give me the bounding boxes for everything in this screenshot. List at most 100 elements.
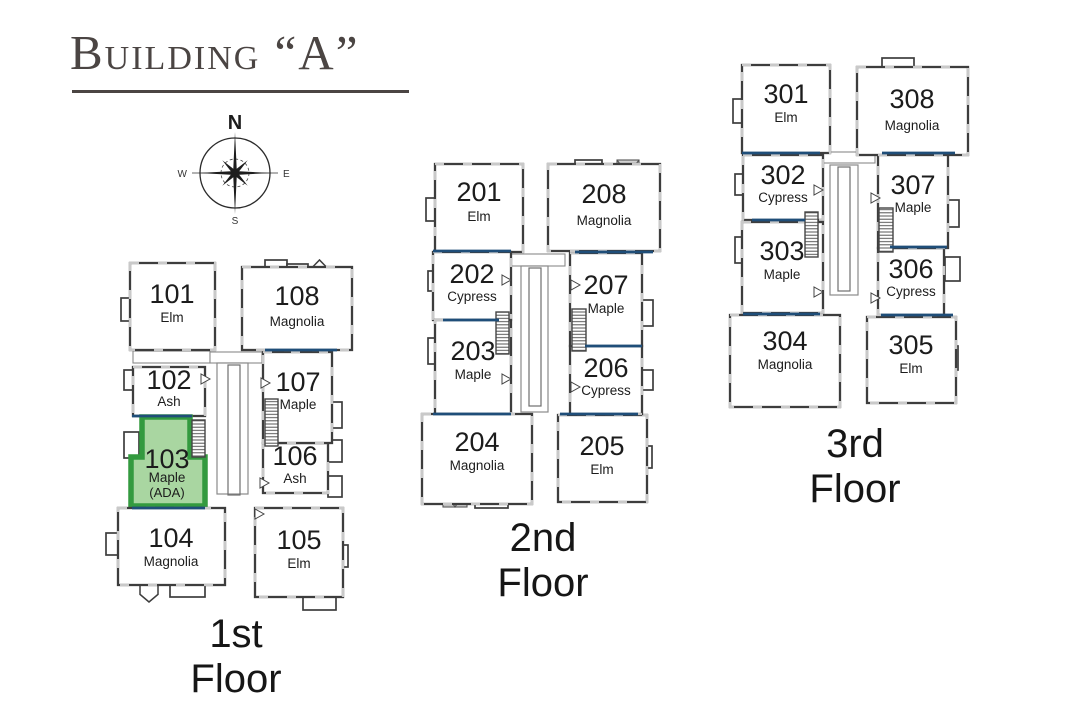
unit-103-type: Maple — [149, 470, 186, 485]
unit-204-type: Magnolia — [450, 458, 505, 473]
unit-101-type: Elm — [160, 310, 183, 325]
unit-206-type: Cypress — [581, 383, 631, 398]
unit-105-number: 105 — [276, 525, 321, 555]
stairwell — [571, 308, 587, 352]
door-mark — [501, 274, 513, 286]
door-mark — [254, 508, 266, 520]
corridor-hall-inner — [528, 267, 542, 407]
corridor-passage — [132, 350, 211, 364]
unit-205-type: Elm — [590, 462, 613, 477]
door-mark — [200, 373, 212, 385]
compass-west-label: W — [178, 169, 188, 180]
unit-303-type: Maple — [764, 267, 801, 282]
floor-caption-line: 1st — [209, 612, 263, 656]
unit-107-type: Maple — [280, 397, 317, 412]
unit-walls — [546, 162, 662, 253]
unit-105-type: Elm — [287, 556, 310, 571]
unit-windows — [855, 65, 970, 157]
unit-301-number: 301 — [763, 79, 808, 109]
unit-windows — [240, 265, 354, 352]
unit-walls — [855, 65, 970, 157]
floor-plan-1: 101Elm102Ash103Maple(ADA)104Magnolia105E… — [105, 258, 354, 611]
unit-walls — [240, 265, 354, 352]
unit-201-number: 201 — [456, 177, 501, 207]
page-title: Building “A” — [70, 25, 360, 80]
title-underline — [72, 90, 409, 93]
unit-308-type: Magnolia — [885, 118, 940, 133]
door-mark — [570, 381, 582, 393]
unit-304-number: 304 — [762, 326, 807, 356]
unit-107-number: 107 — [275, 367, 320, 397]
unit-302-number: 302 — [760, 160, 805, 190]
unit-302-type: Cypress — [758, 190, 808, 205]
door-mark — [870, 292, 882, 304]
corridor-hall — [216, 362, 249, 495]
floor-caption-line: Floor — [809, 467, 901, 511]
floor-caption-line: Floor — [497, 561, 589, 605]
floor-caption-1st: 1st Floor — [161, 612, 311, 702]
unit-108-type: Magnolia — [270, 314, 325, 329]
unit-104-number: 104 — [148, 523, 193, 553]
bay-window-bump — [944, 256, 961, 282]
unit-windows — [741, 153, 825, 222]
corridor-passage — [209, 351, 263, 364]
door-mark — [259, 477, 271, 489]
unit-windows — [556, 413, 649, 504]
floor-plan-3: 301Elm302Cypress303Maple304Magnolia305El… — [728, 57, 970, 409]
stairwell — [495, 311, 510, 355]
corridor-hall-inner — [227, 364, 241, 496]
unit-windows — [728, 313, 842, 409]
unit-windows — [420, 412, 534, 506]
unit-windows — [433, 162, 525, 254]
floor-plan-2: 201Elm202Cypress203Maple204Magnolia205El… — [420, 159, 662, 509]
corridor-hall — [829, 164, 859, 296]
door-mark — [870, 192, 882, 204]
compass-north-label: N — [228, 112, 242, 134]
corridor-hall — [520, 265, 549, 413]
unit-305-number: 305 — [888, 330, 933, 360]
compass-east-label: E — [283, 169, 290, 180]
floor-caption-line: 2nd — [509, 516, 577, 560]
unit-301-type: Elm — [774, 110, 797, 125]
unit-201-type: Elm — [467, 209, 490, 224]
unit-206-number: 206 — [583, 353, 628, 383]
unit-207-number: 207 — [583, 270, 628, 300]
unit-windows — [131, 365, 207, 418]
unit-203-type: Maple — [455, 367, 492, 382]
unit-204-number: 204 — [454, 427, 499, 457]
floor-caption-3rd: 3rd Floor — [780, 422, 930, 512]
floor-caption-line: 3rd — [826, 422, 884, 466]
unit-207-type: Maple — [588, 301, 625, 316]
unit-303-number: 303 — [759, 236, 804, 266]
unit-windows — [116, 506, 227, 587]
unit-windows — [431, 250, 513, 322]
unit-304-type: Magnolia — [758, 357, 813, 372]
floor-caption-2nd: 2nd Floor — [468, 516, 618, 606]
unit-108-number: 108 — [274, 281, 319, 311]
unit-102-type: Ash — [157, 394, 180, 409]
door-mark — [813, 286, 825, 298]
unit-102-number: 102 — [146, 365, 191, 395]
door-mark — [260, 377, 272, 389]
unit-walls — [116, 506, 227, 587]
unit-104-type: Magnolia — [144, 554, 199, 569]
unit-203-number: 203 — [450, 336, 495, 366]
highlighted-unit-outline — [128, 414, 208, 509]
compass-star-icon — [198, 132, 272, 214]
stairwell — [878, 207, 894, 253]
unit-106-number: 106 — [272, 441, 317, 471]
